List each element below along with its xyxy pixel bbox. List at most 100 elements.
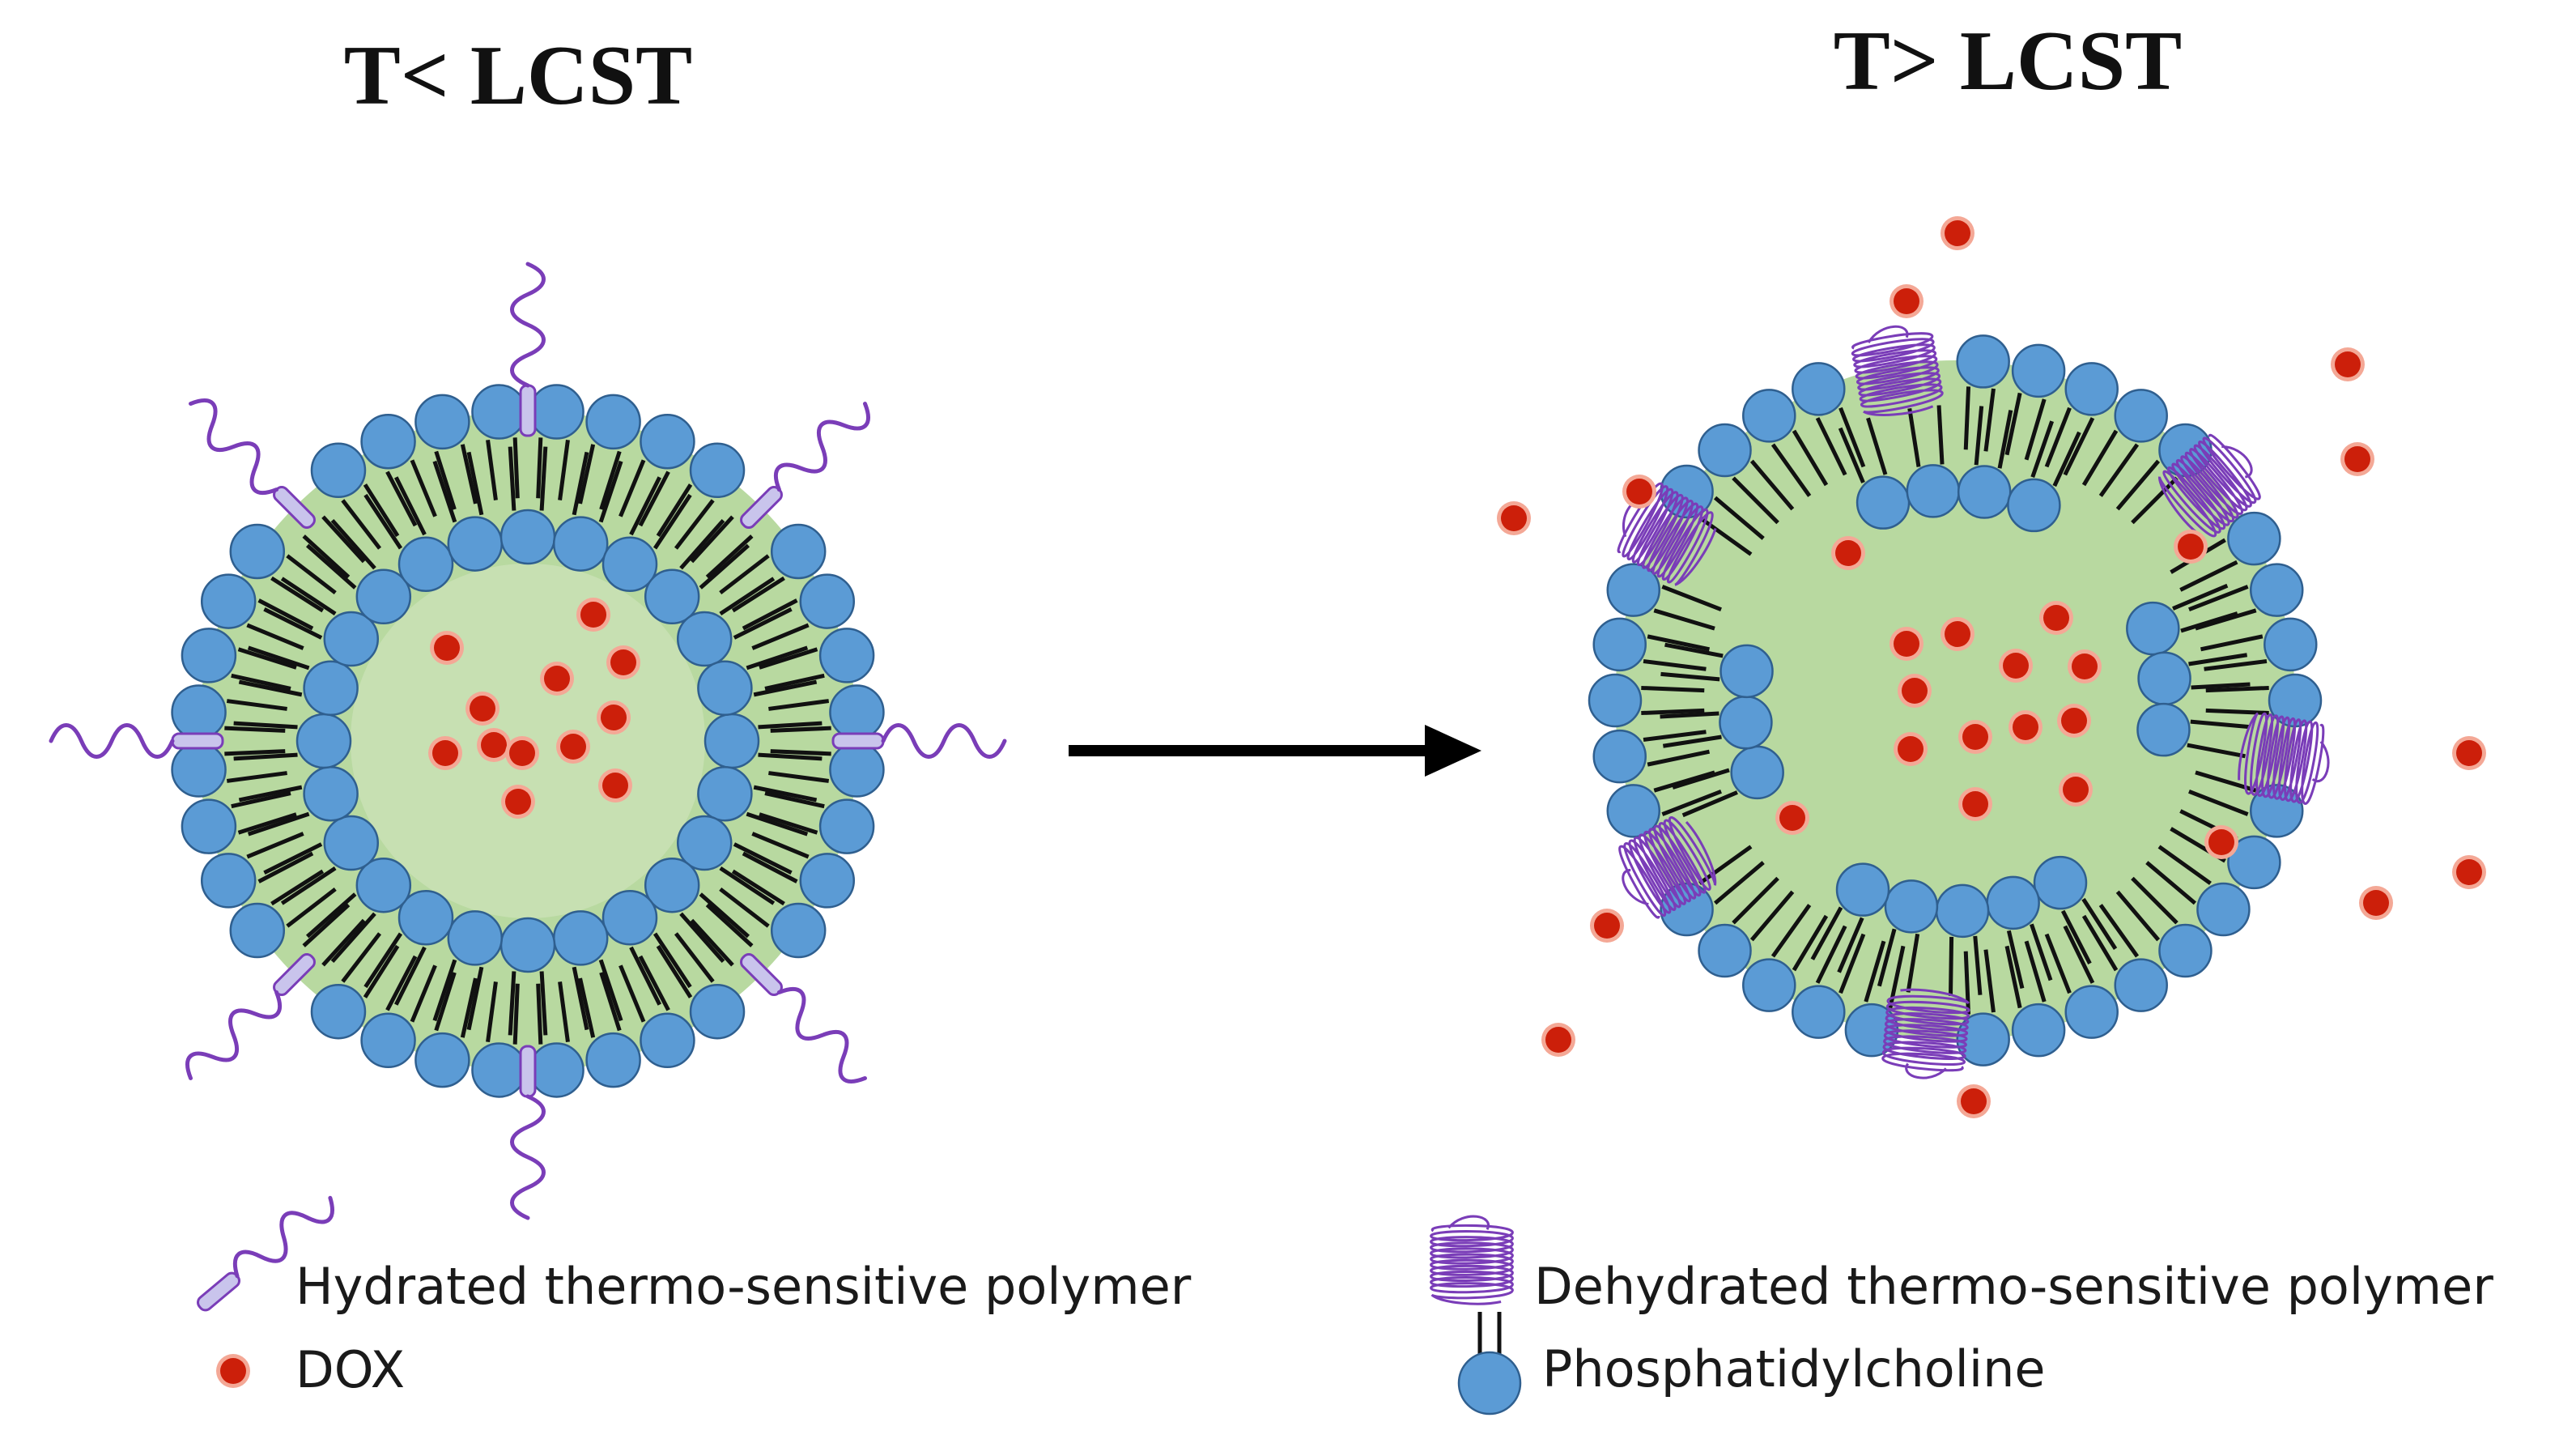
dox-dot xyxy=(2335,351,2361,377)
lipid-head xyxy=(2126,601,2180,656)
lipid-tail xyxy=(2044,407,2072,468)
lipid-tail xyxy=(764,673,825,691)
lipid-tail xyxy=(486,981,498,1043)
lipid-tail xyxy=(233,752,298,761)
liposome-intact xyxy=(49,262,1007,1220)
lipid-tail xyxy=(280,866,337,905)
lipid-tail xyxy=(2004,392,2022,456)
lipid-head xyxy=(2227,835,2281,890)
lipid-head xyxy=(2064,362,2119,416)
lipid-head xyxy=(1742,958,1796,1012)
lipid-tail xyxy=(1963,951,1971,1015)
lipid-head xyxy=(552,910,609,966)
legend-hydrated-label: Hydrated thermo-sensitive polymer xyxy=(295,1257,1192,1316)
dox-dot xyxy=(1594,913,1620,939)
lipid-head xyxy=(303,765,359,822)
lipid-head xyxy=(676,611,733,667)
dox-dot xyxy=(2344,446,2370,472)
lipid-tail xyxy=(536,983,543,1045)
lipid-tail xyxy=(270,869,325,906)
lipid-tail xyxy=(1713,861,1765,905)
lipid-tail xyxy=(656,483,693,538)
lipid-tail xyxy=(257,851,314,883)
lipid-head xyxy=(2114,958,2168,1012)
lipid-tail xyxy=(1864,940,1886,1003)
lipid-head xyxy=(323,611,380,667)
lipid-tail xyxy=(674,499,715,550)
lipid-tail xyxy=(2195,608,2257,631)
dehydrated-polymers xyxy=(1617,325,2330,1079)
lipid-tail xyxy=(638,470,670,527)
lipid-tail xyxy=(1792,914,1829,972)
liposome-core xyxy=(1615,360,2295,1041)
lipid-head xyxy=(1742,389,1796,443)
dehydrated-polymer-coil xyxy=(1430,1215,1514,1305)
hydrated-polymer xyxy=(510,262,546,437)
legend-dox-label: DOX xyxy=(295,1340,405,1399)
lipid-tail xyxy=(2200,634,2264,652)
dox-dot xyxy=(1961,1088,1987,1114)
lipid-head xyxy=(303,660,359,717)
lipid-tail xyxy=(263,607,323,640)
lipid-tail xyxy=(2024,398,2047,461)
hydrated-polymer-icon xyxy=(197,1195,334,1312)
lipid-tail xyxy=(653,493,692,550)
lipid-tail xyxy=(2172,583,2229,611)
lipid-tail xyxy=(2115,459,2161,511)
lipid-tail xyxy=(237,812,297,835)
dox-dot xyxy=(1835,540,1861,566)
dox-dot xyxy=(1945,621,1970,647)
lipid-tail xyxy=(302,534,351,579)
lipid-tail xyxy=(558,981,570,1043)
dox-dot xyxy=(601,705,627,730)
hydrated-polymer xyxy=(740,953,867,1083)
dox-dot xyxy=(602,773,628,798)
dehydrated-polymer-coil xyxy=(2157,433,2261,538)
legend: Hydrated thermo-sensitive polymer DOX De… xyxy=(197,1195,2493,1416)
lipid-tail xyxy=(2145,861,2197,905)
lipid-head xyxy=(529,1042,584,1098)
lipid-head xyxy=(499,917,556,973)
lipid-tail xyxy=(1974,406,1984,466)
lipid-head xyxy=(447,910,504,966)
lipid-tail xyxy=(768,699,830,711)
lipid-tail xyxy=(539,446,548,511)
lipid-tail xyxy=(2190,719,2250,730)
lipid-tail xyxy=(330,912,376,964)
lipid-tail xyxy=(679,518,725,570)
lipid-tail xyxy=(733,842,793,875)
lipid-tail xyxy=(742,851,798,883)
lipid-tail xyxy=(2063,417,2095,476)
lipid-tail xyxy=(305,892,357,939)
lipid-tail xyxy=(1647,634,1711,652)
lipid-tail xyxy=(1661,585,1722,612)
lipid-head xyxy=(1935,883,1990,939)
lipid-tail xyxy=(434,972,457,1032)
lipid-tail xyxy=(341,932,382,983)
lipid-tail xyxy=(2081,429,2119,487)
lipid-tail xyxy=(2098,443,2140,497)
lipid-tail xyxy=(1660,711,1719,719)
lipid-tail xyxy=(363,932,403,989)
lipid-head xyxy=(1698,423,1752,478)
lipid-tail xyxy=(679,912,725,964)
lipid-tail xyxy=(246,623,304,650)
dox-dot xyxy=(1902,678,1928,704)
lipid-head xyxy=(200,853,257,909)
lipid-tail xyxy=(280,577,337,616)
lipid-head xyxy=(2033,855,2088,910)
lipid-head xyxy=(1719,695,1773,750)
lipid-head xyxy=(229,523,286,580)
lipid-tail xyxy=(719,887,770,928)
lipid-tail xyxy=(1698,516,1753,556)
lipid-tail xyxy=(2052,431,2081,487)
lipid-tail xyxy=(753,785,818,803)
lipid-tail xyxy=(2205,685,2269,693)
lipid-tail xyxy=(629,476,662,536)
dox-dot xyxy=(1945,220,1970,246)
dox-dot xyxy=(505,789,531,815)
lipid-tail xyxy=(599,972,622,1032)
lipid-tail xyxy=(690,918,734,967)
dox-dot xyxy=(1626,479,1652,504)
dox-dot xyxy=(1898,736,1923,762)
